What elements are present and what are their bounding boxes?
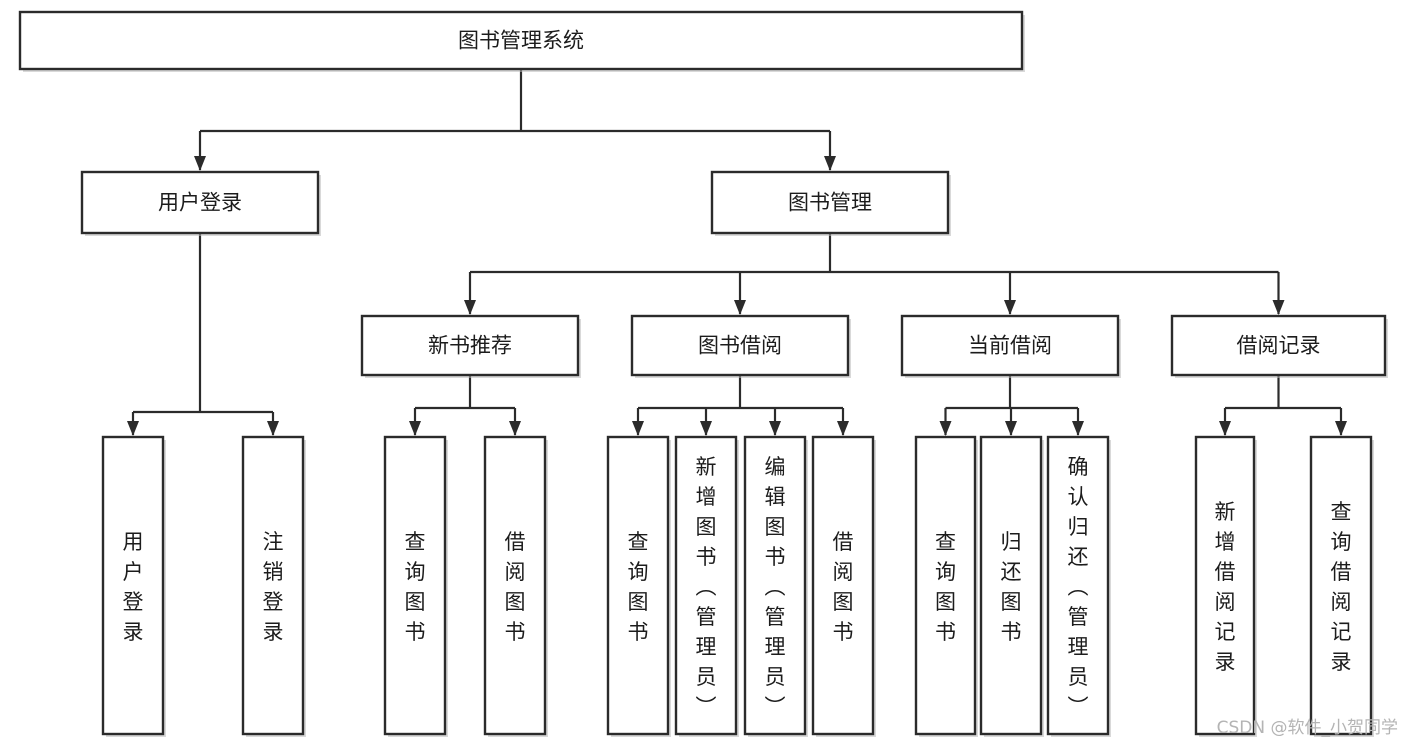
node-label: 借阅图书: [833, 530, 854, 644]
node-root-root[interactable]: 图书管理系统: [18, 10, 1025, 72]
node-leaf-leaf-logout[interactable]: 注销登录: [241, 435, 306, 737]
arrow-head-icon: [464, 300, 476, 315]
node-leaf-leaf-edit-book-admin[interactable]: 编辑图书︵管理员︶: [743, 435, 808, 737]
arrow-head-icon: [1005, 421, 1017, 436]
arrow-head-icon: [409, 421, 421, 436]
node-leaf-leaf-query-borrow-record[interactable]: 查询借阅记录: [1309, 435, 1374, 737]
arrow-head-icon: [632, 421, 644, 436]
node-level2-user-login[interactable]: 用户登录: [80, 170, 321, 236]
node-label: 查询图书: [628, 530, 649, 644]
csdn-watermark: CSDN @软件_小贺同学: [1217, 718, 1398, 738]
node-leaf-leaf-confirm-return-admin[interactable]: 确认归还︵管理员︶: [1046, 435, 1111, 737]
node-label: 借阅图书: [505, 530, 526, 644]
node-label: 当前借阅: [968, 334, 1052, 358]
node-leaf-leaf-borrow-book[interactable]: 借阅图书: [811, 435, 876, 737]
node-label: 新增借阅记录: [1215, 500, 1236, 674]
node-label: 图书管理系统: [458, 29, 584, 53]
node-leaf-leaf-add-borrow-record[interactable]: 新增借阅记录: [1194, 435, 1257, 737]
node-leaf-leaf-return-book[interactable]: 归还图书: [979, 435, 1044, 737]
node-label: 归还图书: [1001, 530, 1022, 644]
node-level3-book-borrow[interactable]: 图书借阅: [630, 314, 851, 378]
node-label: 新书推荐: [428, 334, 512, 358]
arrow-head-icon: [734, 300, 746, 315]
node-label: 图书借阅: [698, 334, 782, 358]
arrow-head-icon: [127, 421, 139, 436]
arrow-head-icon: [267, 421, 279, 436]
node-leaf-leaf-borrow-book-recommend[interactable]: 借阅图书: [483, 435, 548, 737]
arrow-head-icon: [194, 156, 206, 171]
node-leaf-leaf-query-book-current[interactable]: 查询图书: [914, 435, 978, 737]
arrow-head-icon: [1335, 421, 1347, 436]
node-label: 注销登录: [263, 530, 284, 644]
node-level3-new-book-recommend[interactable]: 新书推荐: [360, 314, 581, 378]
node-leaf-leaf-query-book-borrow[interactable]: 查询图书: [606, 435, 671, 737]
node-leaf-leaf-add-book-admin[interactable]: 新增图书︵管理员︶: [674, 435, 739, 737]
connector-layer: [127, 69, 1347, 436]
arrow-head-icon: [837, 421, 849, 436]
node-label: 图书管理: [788, 191, 872, 215]
node-label: 查询图书: [405, 530, 426, 644]
node-label: 用户登录: [123, 530, 144, 644]
node-label: 查询借阅记录: [1331, 500, 1352, 674]
arrow-head-icon: [939, 421, 952, 436]
node-leaf-leaf-query-book-recommend[interactable]: 查询图书: [383, 435, 448, 737]
arrow-head-icon: [769, 421, 781, 436]
node-label: 用户登录: [158, 191, 242, 215]
arrow-head-icon: [824, 156, 836, 171]
arrow-head-icon: [700, 421, 712, 436]
arrow-head-icon: [509, 421, 521, 436]
node-label: 编辑图书︵管理员︶: [765, 455, 786, 719]
arrow-head-icon: [1004, 300, 1016, 315]
arrow-head-icon: [1219, 421, 1231, 436]
node-level3-borrow-record[interactable]: 借阅记录: [1170, 314, 1388, 378]
node-label: 新增图书︵管理员︶: [696, 455, 717, 719]
node-layer: 图书管理系统用户登录图书管理新书推荐图书借阅当前借阅借阅记录用户登录注销登录查询…: [18, 10, 1388, 737]
node-label: 确认归还︵管理员︶: [1068, 455, 1089, 719]
arrow-head-icon: [1272, 300, 1285, 315]
node-level2-book-management[interactable]: 图书管理: [710, 170, 951, 236]
node-level3-current-borrow[interactable]: 当前借阅: [900, 314, 1121, 378]
arrow-head-icon: [1072, 421, 1084, 436]
node-label: 查询图书: [935, 530, 956, 644]
node-label: 借阅记录: [1237, 334, 1321, 358]
node-leaf-leaf-user-login[interactable]: 用户登录: [101, 435, 166, 737]
